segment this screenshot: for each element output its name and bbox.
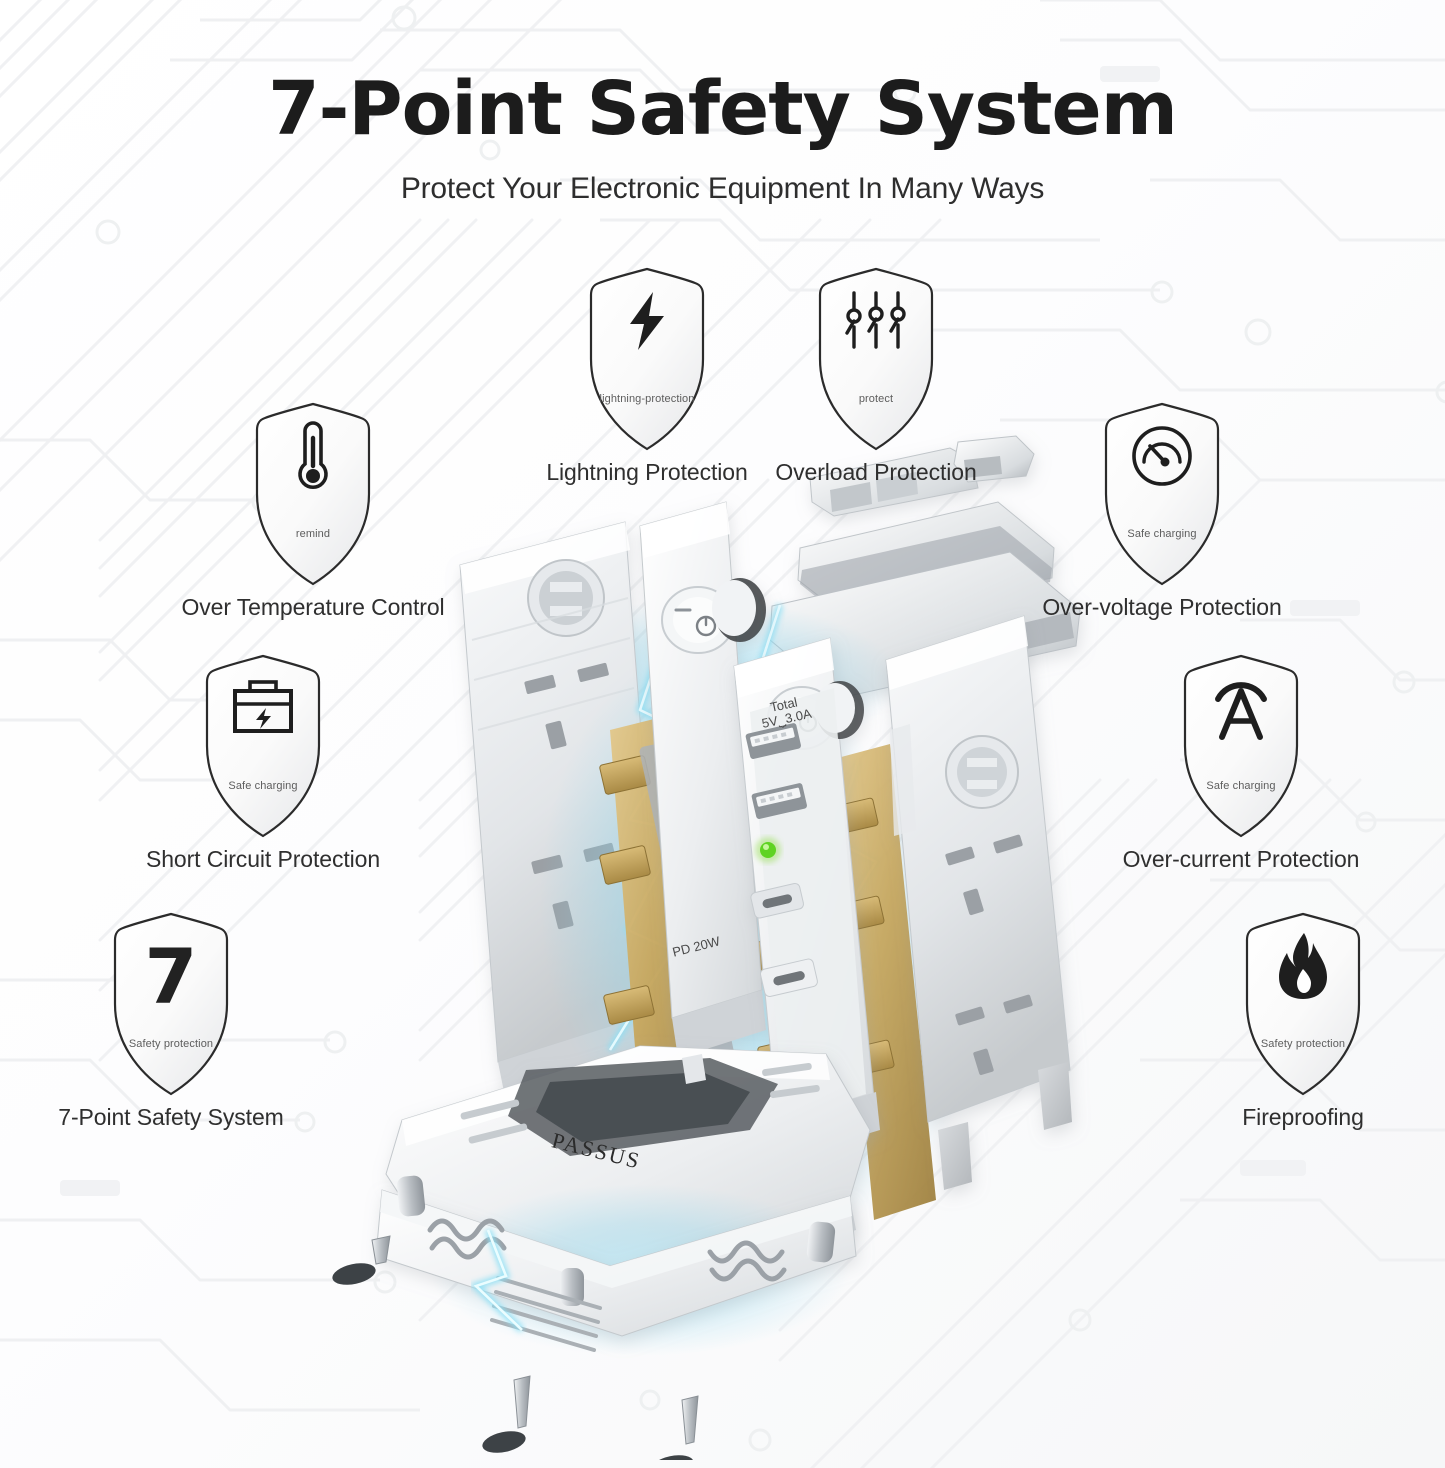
number-seven-icon: 7 bbox=[144, 932, 198, 1022]
shield-caption: lightning-protection bbox=[599, 393, 695, 406]
feature-fireproofing: Safety protection Fireproofing bbox=[1156, 908, 1445, 1131]
feature-overload-protection: protect Overload Protection bbox=[727, 263, 1025, 486]
battery-bolt-icon bbox=[233, 679, 293, 733]
feature-over-temperature-control: remind Over Temperature Control bbox=[166, 398, 460, 621]
shield-caption: Safe charging bbox=[1127, 528, 1197, 541]
thermometer-icon bbox=[298, 420, 328, 489]
feature-label: Short Circuit Protection bbox=[145, 846, 381, 872]
shield-caption: remind bbox=[295, 528, 331, 541]
shield-caption: protect bbox=[858, 393, 894, 406]
shield-caption: Safety protection bbox=[1260, 1038, 1346, 1051]
ampere-a-icon bbox=[1215, 681, 1267, 740]
power-led-indicator bbox=[755, 837, 781, 863]
feature-label: Over-current Protection bbox=[1122, 846, 1360, 872]
page-subtitle: Protect Your Electronic Equipment In Man… bbox=[400, 172, 1045, 205]
shield-caption: Safe charging bbox=[1206, 780, 1276, 793]
gauge-meter-icon bbox=[1132, 425, 1192, 486]
feature-over-current-protection: Safe charging Over-current Protection bbox=[1094, 650, 1388, 873]
feature-over-voltage-protection: Safe charging Over-voltage Protection bbox=[1015, 398, 1309, 621]
header: 7-Point Safety System Protect Your Elect… bbox=[0, 0, 1445, 206]
page-title: 7-Point Safety System bbox=[268, 66, 1178, 152]
feature-label: 7-Point Safety System bbox=[58, 1104, 284, 1130]
feature-label: Overload Protection bbox=[775, 459, 977, 485]
feature-short-circuit-protection: Safe charging Short Circuit Protection bbox=[116, 650, 410, 873]
feature-label: Fireproofing bbox=[1242, 1104, 1364, 1130]
flame-icon bbox=[1279, 932, 1327, 999]
lightning-bolt-icon bbox=[630, 291, 664, 350]
feature-label: Over Temperature Control bbox=[181, 594, 445, 620]
shield-caption: Safety protection bbox=[128, 1038, 214, 1051]
shield-caption: Safe charging bbox=[228, 780, 298, 793]
feature-label: Over-voltage Protection bbox=[1042, 594, 1282, 620]
circuit-breaker-switches-icon bbox=[845, 290, 906, 349]
feature-seven-point-safety-system: 7 Safety protection 7-Point Safety Syste… bbox=[24, 908, 318, 1131]
